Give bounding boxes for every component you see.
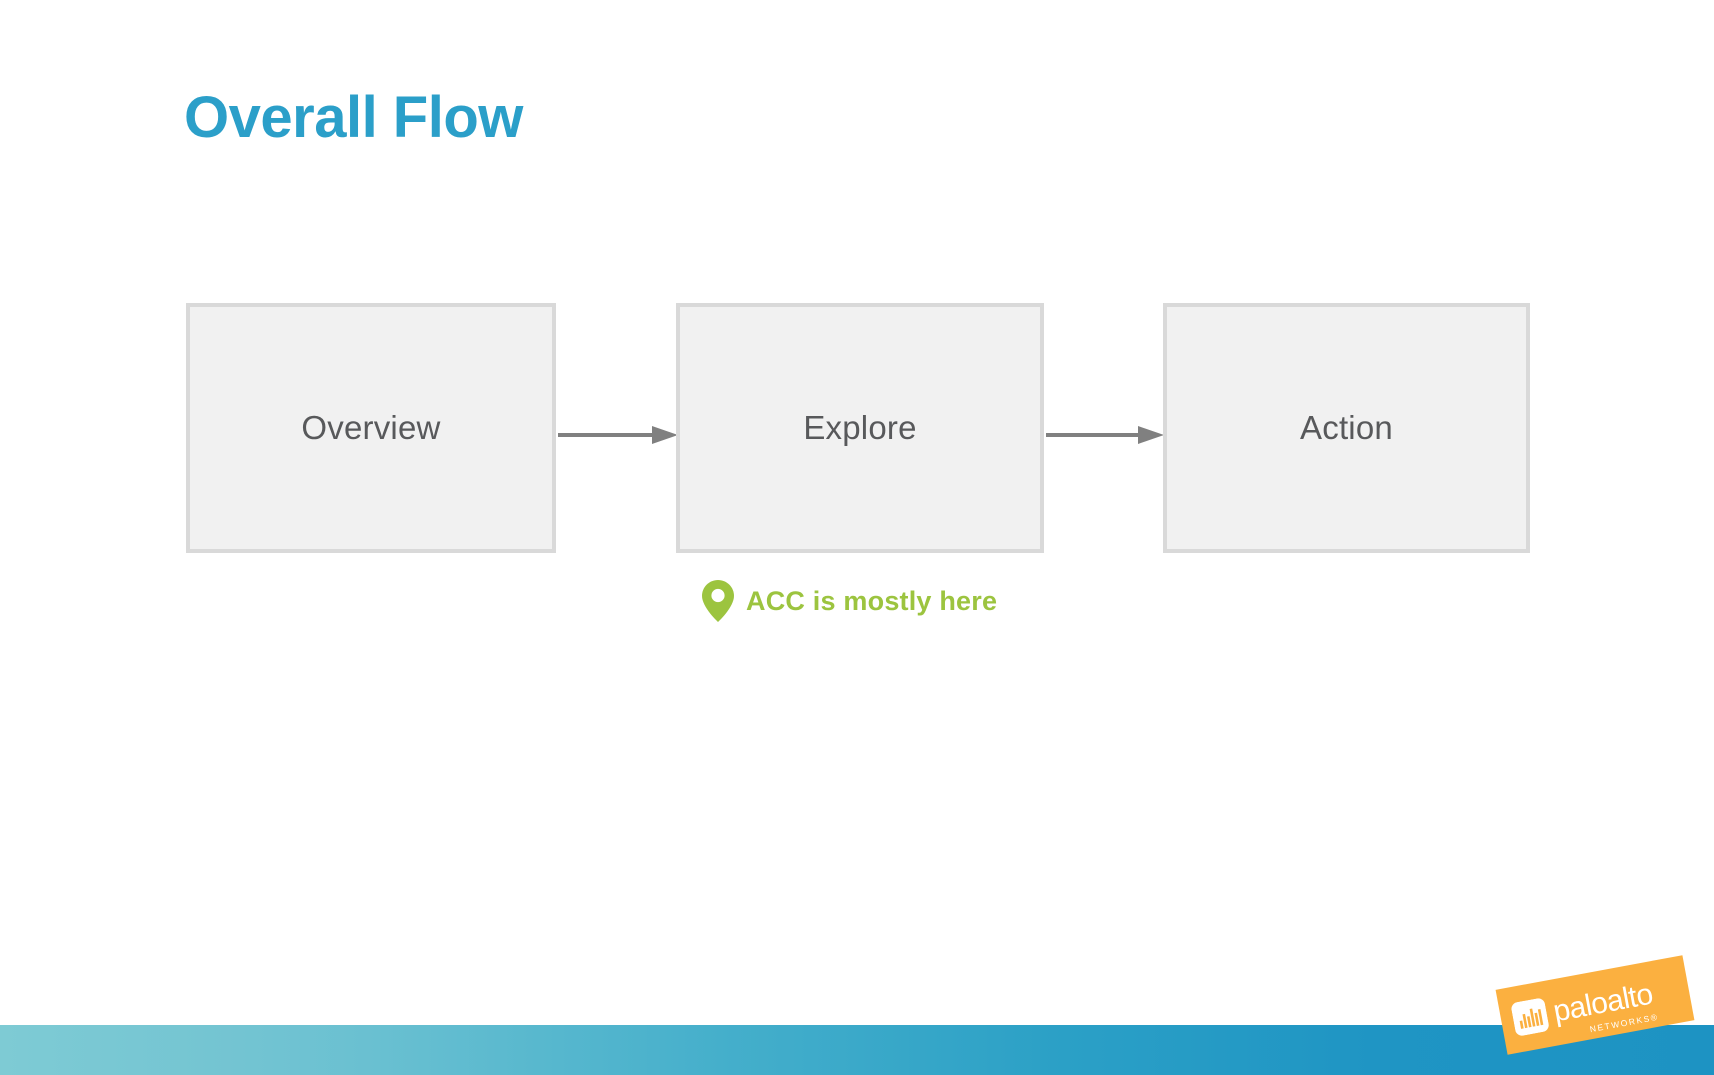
- flow-box-label: Explore: [803, 409, 917, 446]
- map-pin-icon: [702, 580, 734, 622]
- acc-callout: ACC is mostly here: [702, 580, 997, 622]
- page-title: Overall Flow: [184, 85, 523, 150]
- flow-box-action[interactable]: Action: [1163, 303, 1530, 553]
- logo-content: paloalto NETWORKS®: [1496, 955, 1695, 1055]
- logo-wordmark-group: paloalto NETWORKS®: [1551, 978, 1660, 1034]
- flow-box-explore[interactable]: Explore: [676, 303, 1044, 553]
- flow-box-overview[interactable]: Overview: [186, 303, 556, 553]
- flow-box-label: Action: [1300, 409, 1393, 446]
- paloalto-bars-icon: [1511, 998, 1549, 1036]
- arrow-right-icon: [558, 426, 678, 444]
- acc-callout-text: ACC is mostly here: [746, 585, 998, 616]
- paloalto-logo: paloalto NETWORKS®: [1495, 955, 1710, 1055]
- footer-gradient-band: [0, 1025, 1714, 1075]
- arrow-right-icon: [1046, 426, 1164, 444]
- flow-box-label: Overview: [301, 409, 441, 446]
